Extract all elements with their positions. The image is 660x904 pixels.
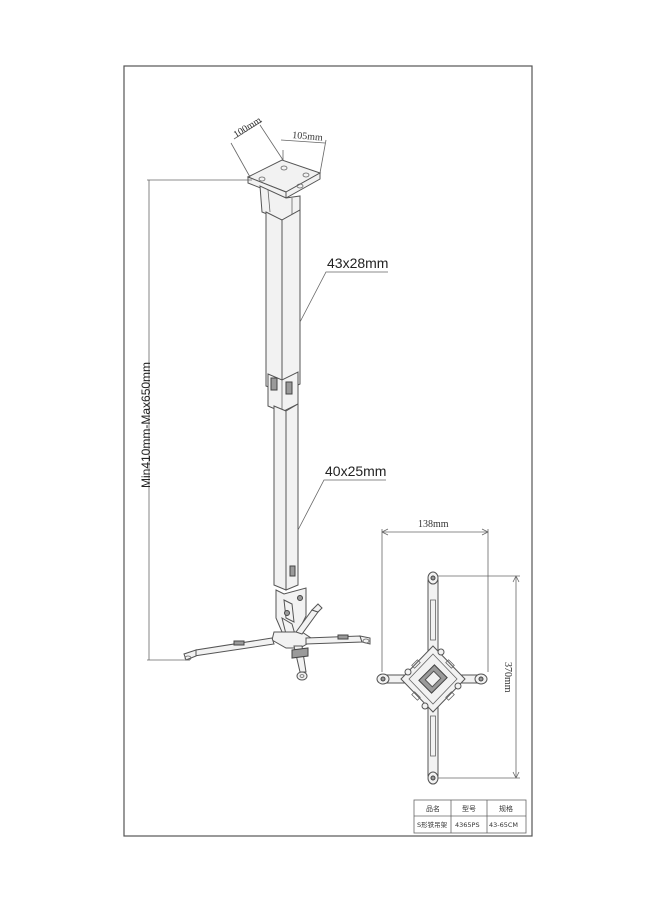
plate-dimension-lines (381, 528, 520, 779)
bracket-width-label: 105mm (292, 130, 324, 144)
ceiling-bracket (246, 159, 322, 221)
bracket-dimension-lines (230, 120, 327, 178)
height-range-label: Min410mm-Max650mm (139, 362, 153, 488)
upper-tube-label: 43x28mm (327, 255, 388, 271)
mounting-plate-top-view (376, 571, 488, 785)
drawing-frame (123, 65, 533, 837)
spec-row-name: S形铁吊架 (417, 820, 448, 829)
lower-tube-label: 40x25mm (325, 463, 386, 479)
spec-header-name: 品名 (426, 804, 440, 813)
plate-height-label: 370mm (502, 662, 513, 693)
plate-width-label: 138mm (418, 519, 449, 530)
upper-tube (265, 209, 301, 393)
spec-header-spec: 规格 (499, 804, 513, 813)
spec-row-model: 4365PS (455, 821, 480, 829)
bracket-depth-label: 100mm (232, 115, 264, 141)
lower-tube (273, 403, 299, 591)
spec-row-spec: 43-65CM (489, 821, 518, 829)
upper-tube-leader (299, 271, 388, 323)
spec-header-model: 型号 (462, 804, 476, 813)
spec-table (413, 799, 527, 834)
height-dimension-lines (147, 179, 252, 661)
lower-tube-leader (297, 479, 386, 531)
